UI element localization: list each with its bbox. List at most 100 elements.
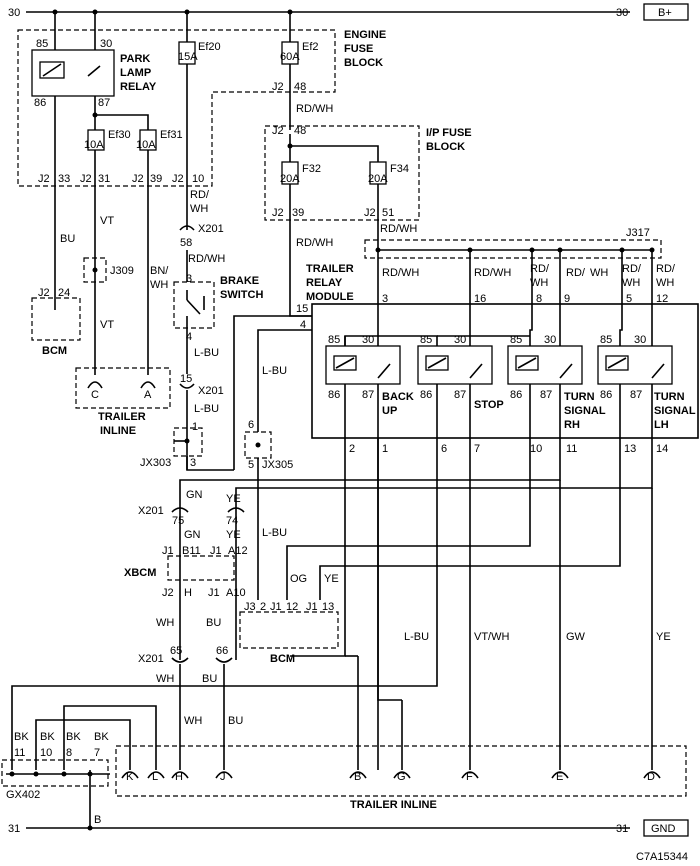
jx303-pin-1: 1 xyxy=(192,421,198,433)
module-pin-13: 13 xyxy=(624,443,636,455)
x201-7574-label: X201 xyxy=(138,505,164,517)
battery-badge-label: B+ xyxy=(658,7,672,19)
relay-lh-30: 30 xyxy=(634,334,646,346)
j309-label: J309 xyxy=(110,265,134,277)
park-relay-pin-87: 87 xyxy=(98,97,110,109)
trailer-pin-d: D xyxy=(643,771,661,783)
relay-rh-label-3: RH xyxy=(564,419,580,431)
bcm-lower-pin-2: 2 xyxy=(260,601,266,613)
bcm-lower-j3: J3 xyxy=(244,601,256,613)
wire-rdwh-module-d-2: WH xyxy=(590,267,608,279)
trailer-pin-j: J xyxy=(215,771,233,783)
fuse-f34-label: F34 xyxy=(390,163,409,175)
relay-lh-85: 85 xyxy=(600,334,612,346)
relay-backup-87: 87 xyxy=(362,389,374,401)
wire-gn: GN xyxy=(186,489,203,501)
x201-58-pin: 58 xyxy=(180,237,192,249)
trailer-feed-wiring xyxy=(345,438,403,770)
fuse-ef30-amps: 10A xyxy=(84,139,104,151)
relay-rh-label: TURN xyxy=(564,391,595,403)
relay-stop-86: 86 xyxy=(420,389,432,401)
ef-j2-10-pin: 10 xyxy=(192,173,204,185)
ef-j2-10-conn: J2 xyxy=(172,173,184,185)
brake-switch-title-2: SWITCH xyxy=(220,289,263,301)
x201-15-label: X201 xyxy=(198,385,224,397)
relay-rh-86: 86 xyxy=(510,389,522,401)
wire-vtwh: VT/WH xyxy=(474,631,509,643)
trailer-pin-b-label: B xyxy=(354,771,361,783)
fuse-ef20-label: Ef20 xyxy=(198,41,221,53)
module-pin-16: 16 xyxy=(474,293,486,305)
ground-wire-label: B xyxy=(94,814,101,826)
relay-stop-30: 30 xyxy=(454,334,466,346)
trailer-pin-b: B xyxy=(349,771,367,783)
wire-rdwh-brake: RD/WH xyxy=(188,253,225,265)
fuse-f32-amps: 20A xyxy=(280,173,300,185)
park-relay-title-3: RELAY xyxy=(120,81,157,93)
ip-fuse-block-title: I/P FUSE xyxy=(426,127,472,139)
bcm-lower-pin-12: 12 xyxy=(286,601,298,613)
wire-rdwh-ef20-2: WH xyxy=(190,203,208,215)
module-pin-9: 9 xyxy=(564,293,570,305)
relay-rh-30: 30 xyxy=(544,334,556,346)
ef-j2-33-conn: J2 xyxy=(38,173,50,185)
fuse-ef31-amps: 10A xyxy=(136,139,156,151)
park-relay-title-2: LAMP xyxy=(120,67,151,79)
wire-bk-8: BK xyxy=(66,731,81,743)
relay-turn-signal-lh: 85 30 86 87 TURN SIGNAL LH xyxy=(597,334,696,431)
relay-backup-30: 30 xyxy=(362,334,374,346)
ground-wires: BK BK BK BK 11 10 8 7 GX402 xyxy=(1,705,157,828)
wire-bnwh-2: WH xyxy=(150,279,168,291)
module-pin-14: 14 xyxy=(656,443,668,455)
figure-code: C7A15344 xyxy=(636,851,688,863)
ground-pin-8: 8 xyxy=(66,747,72,759)
trailer-pin-l: L xyxy=(147,771,165,783)
park-relay-pin-85: 85 xyxy=(36,38,48,50)
wire-bk-10: BK xyxy=(40,731,55,743)
bcm-lower-pin-13: 13 xyxy=(322,601,334,613)
wire-lbu-brake: L-BU xyxy=(194,347,219,359)
x201-65-pin: 65 xyxy=(170,645,182,657)
connector-x201-75-74: X201 75 74 GN YE xyxy=(138,505,245,660)
jx303-pin-3: 3 xyxy=(190,457,196,469)
fuse-ef2-label: Ef2 xyxy=(302,41,319,53)
xbcm-pin-a10: A10 xyxy=(226,587,246,599)
trailer-inline-lower: K L H J B G F E D TRAILER INLINE xyxy=(115,745,687,811)
gx402-label: GX402 xyxy=(6,789,40,801)
jx303-label: JX303 xyxy=(140,457,171,469)
wire-bu: BU xyxy=(60,233,75,245)
trailer-pin-e-label: E xyxy=(556,771,563,783)
module-pin-2: 2 xyxy=(349,443,355,455)
bcm-upper-pin: 24 xyxy=(58,287,70,299)
power-rail-30: 30 30 B+ xyxy=(8,3,689,21)
bcm-lower-title: BCM xyxy=(270,653,295,665)
wire-gw: GW xyxy=(566,631,586,643)
rail-31-right: 31 xyxy=(616,823,628,835)
relay-lh-86: 86 xyxy=(600,389,612,401)
wire-bk-11: BK xyxy=(14,731,29,743)
wire-vt-2: VT xyxy=(100,319,114,331)
module-pin-3: 3 xyxy=(382,293,388,305)
module-pin-7: 7 xyxy=(474,443,480,455)
ip-j2-48-pin: 48 xyxy=(294,125,306,137)
wire-rdwh-module-d: RD/ xyxy=(566,267,586,279)
xbcm-pin-a12: A12 xyxy=(228,545,248,557)
x201-66-pin: 66 xyxy=(216,645,228,657)
wire-rdwh-module-e-2: WH xyxy=(622,277,640,289)
battery-badge xyxy=(643,3,689,21)
wire-bk-7: BK xyxy=(94,731,109,743)
brake-switch-pin-4: 4 xyxy=(186,331,192,343)
module-top-pins: 15 4 3 16 8 9 5 12 xyxy=(296,293,668,331)
bcm-upper-title: BCM xyxy=(42,345,67,357)
ip-j2-39-pin: 39 xyxy=(292,207,304,219)
module-pin-8: 8 xyxy=(536,293,542,305)
bcm-lower: J3 2 J1 12 J1 13 BCM xyxy=(239,601,339,665)
wire-lbu-bcm: L-BU xyxy=(262,527,287,539)
module-pin-12: 12 xyxy=(656,293,668,305)
ip-fuse-block: I/P FUSE BLOCK J2 48 F32 20A F34 20A J2 … xyxy=(264,125,472,221)
park-relay-pin-86: 86 xyxy=(34,97,46,109)
ground-pin-10: 10 xyxy=(40,747,52,759)
relay-backup-86: 86 xyxy=(328,389,340,401)
brake-switch-pin-3: 3 xyxy=(186,273,192,285)
